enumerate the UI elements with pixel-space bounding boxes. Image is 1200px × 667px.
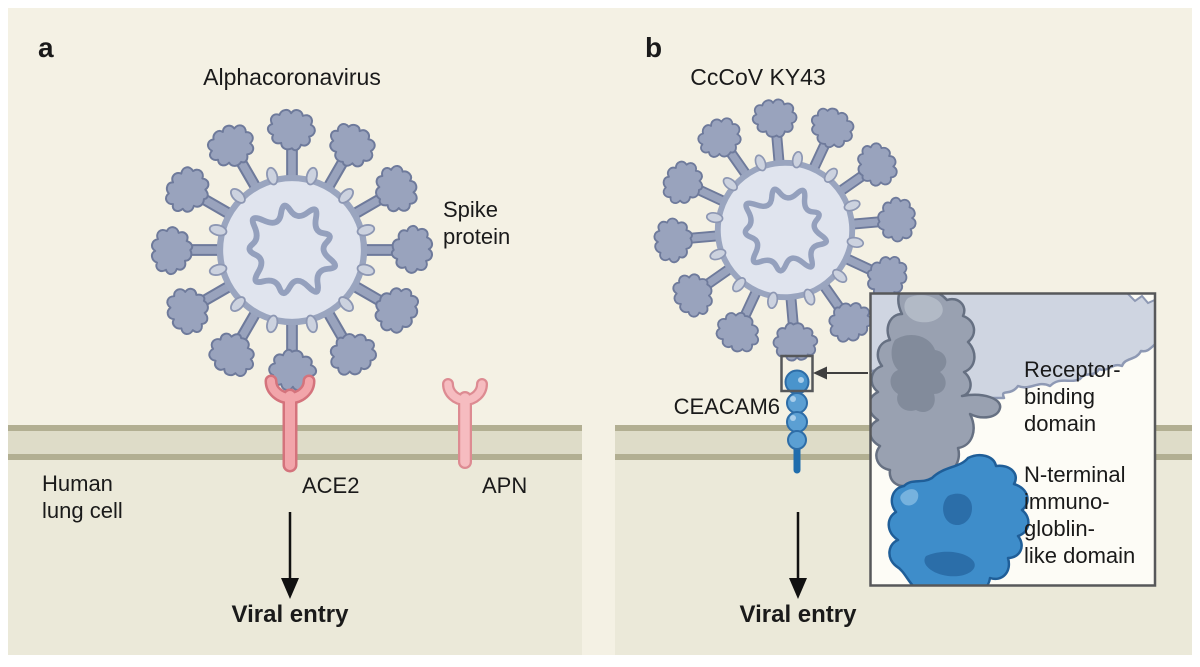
- ace2-label: ACE2: [302, 473, 360, 498]
- binding-domain-inset: [869, 292, 1157, 587]
- viral-entry-arrow-b: [789, 512, 807, 599]
- ace2-receptor: [264, 374, 316, 473]
- ceacam6-receptor: [784, 369, 810, 474]
- viral-entry-arrow-a: [281, 512, 299, 599]
- human-lung-cell-label: Human lung cell: [42, 471, 123, 523]
- panel-b-letter: b: [645, 32, 663, 63]
- inset-pointer-arrow: [813, 366, 868, 380]
- receptor-binding-domain-label: Receptor- binding domain: [1024, 357, 1121, 436]
- inset-n-terminal-ig-domain: [887, 454, 1030, 585]
- inset-envelope-notch: [1126, 294, 1154, 305]
- alphacoronavirus-virion: [152, 110, 432, 390]
- n-terminal-ig-domain-label: N-terminal immuno- globlin- like domain: [1024, 462, 1136, 568]
- panel-b-title: CcCoV KY43: [690, 64, 826, 90]
- binding-interface-highlight-box: [780, 354, 814, 393]
- spike-protein-label: Spike protein: [443, 197, 511, 249]
- viral-entry-label-a: Viral entry: [231, 601, 349, 628]
- ceacam6-label: CEACAM6: [673, 394, 780, 419]
- apn-receptor: [442, 378, 488, 469]
- panel-a-title: Alphacoronavirus: [203, 64, 381, 90]
- viral-entry-label-b: Viral entry: [739, 601, 857, 628]
- inset-receptor-binding-domain: [871, 294, 1002, 489]
- panel-a-letter: a: [38, 32, 54, 63]
- apn-label: APN: [482, 473, 528, 498]
